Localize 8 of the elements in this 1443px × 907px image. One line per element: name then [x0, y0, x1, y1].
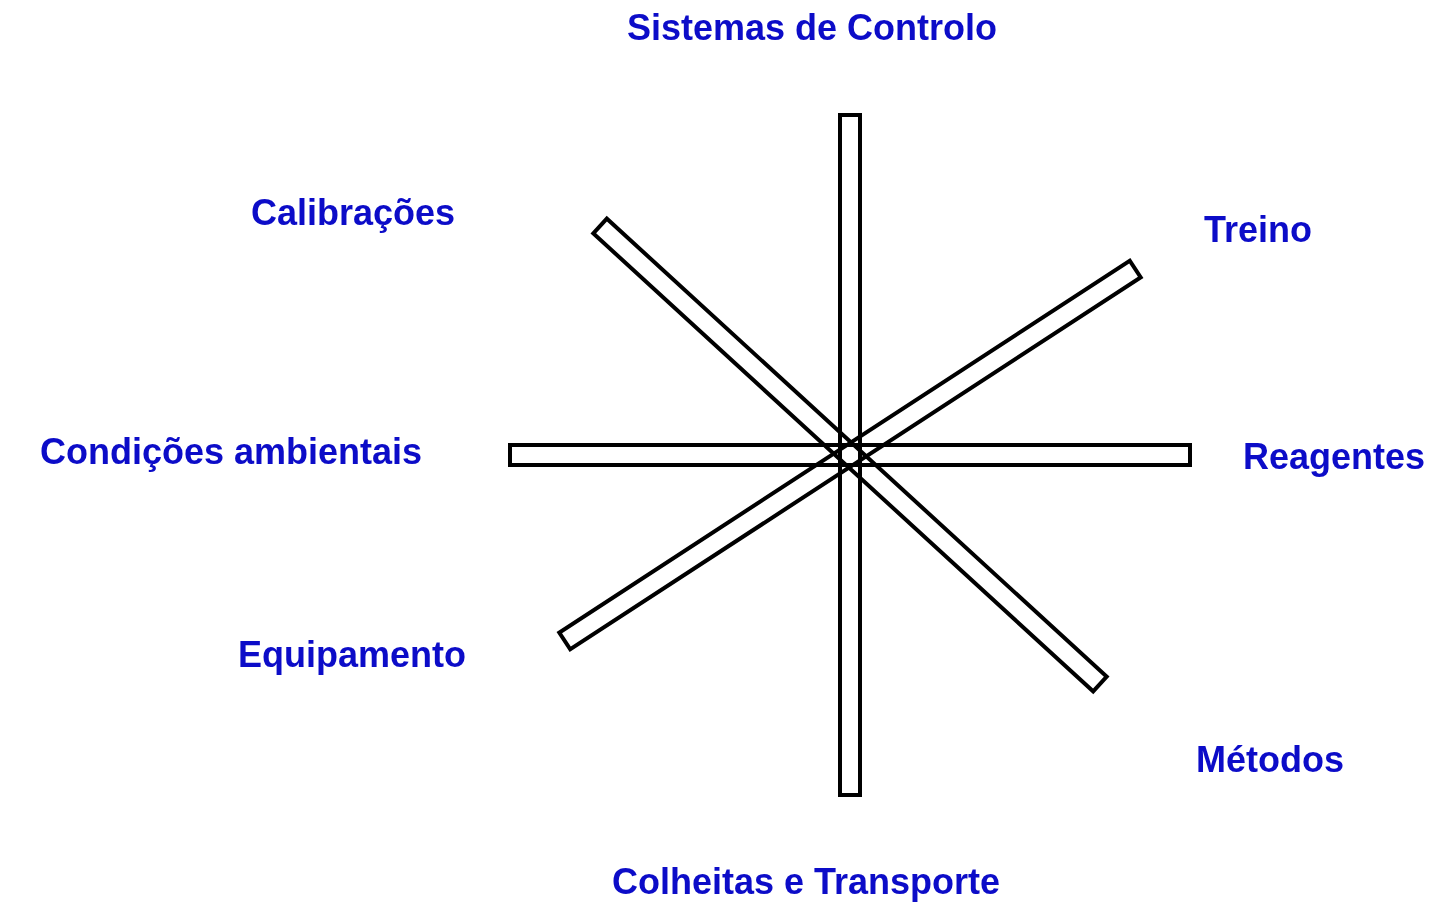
- category-label: Métodos: [1196, 739, 1344, 781]
- category-label: Calibrações: [250, 192, 456, 234]
- category-label: Equipamento: [238, 634, 466, 676]
- category-label: Condições ambientais: [39, 431, 423, 473]
- category-label: Treino: [1204, 209, 1312, 251]
- category-label: Reagentes: [1242, 436, 1426, 478]
- category-label: Colheitas e Transporte: [611, 861, 1001, 903]
- category-label: Sistemas de Controlo: [626, 7, 998, 49]
